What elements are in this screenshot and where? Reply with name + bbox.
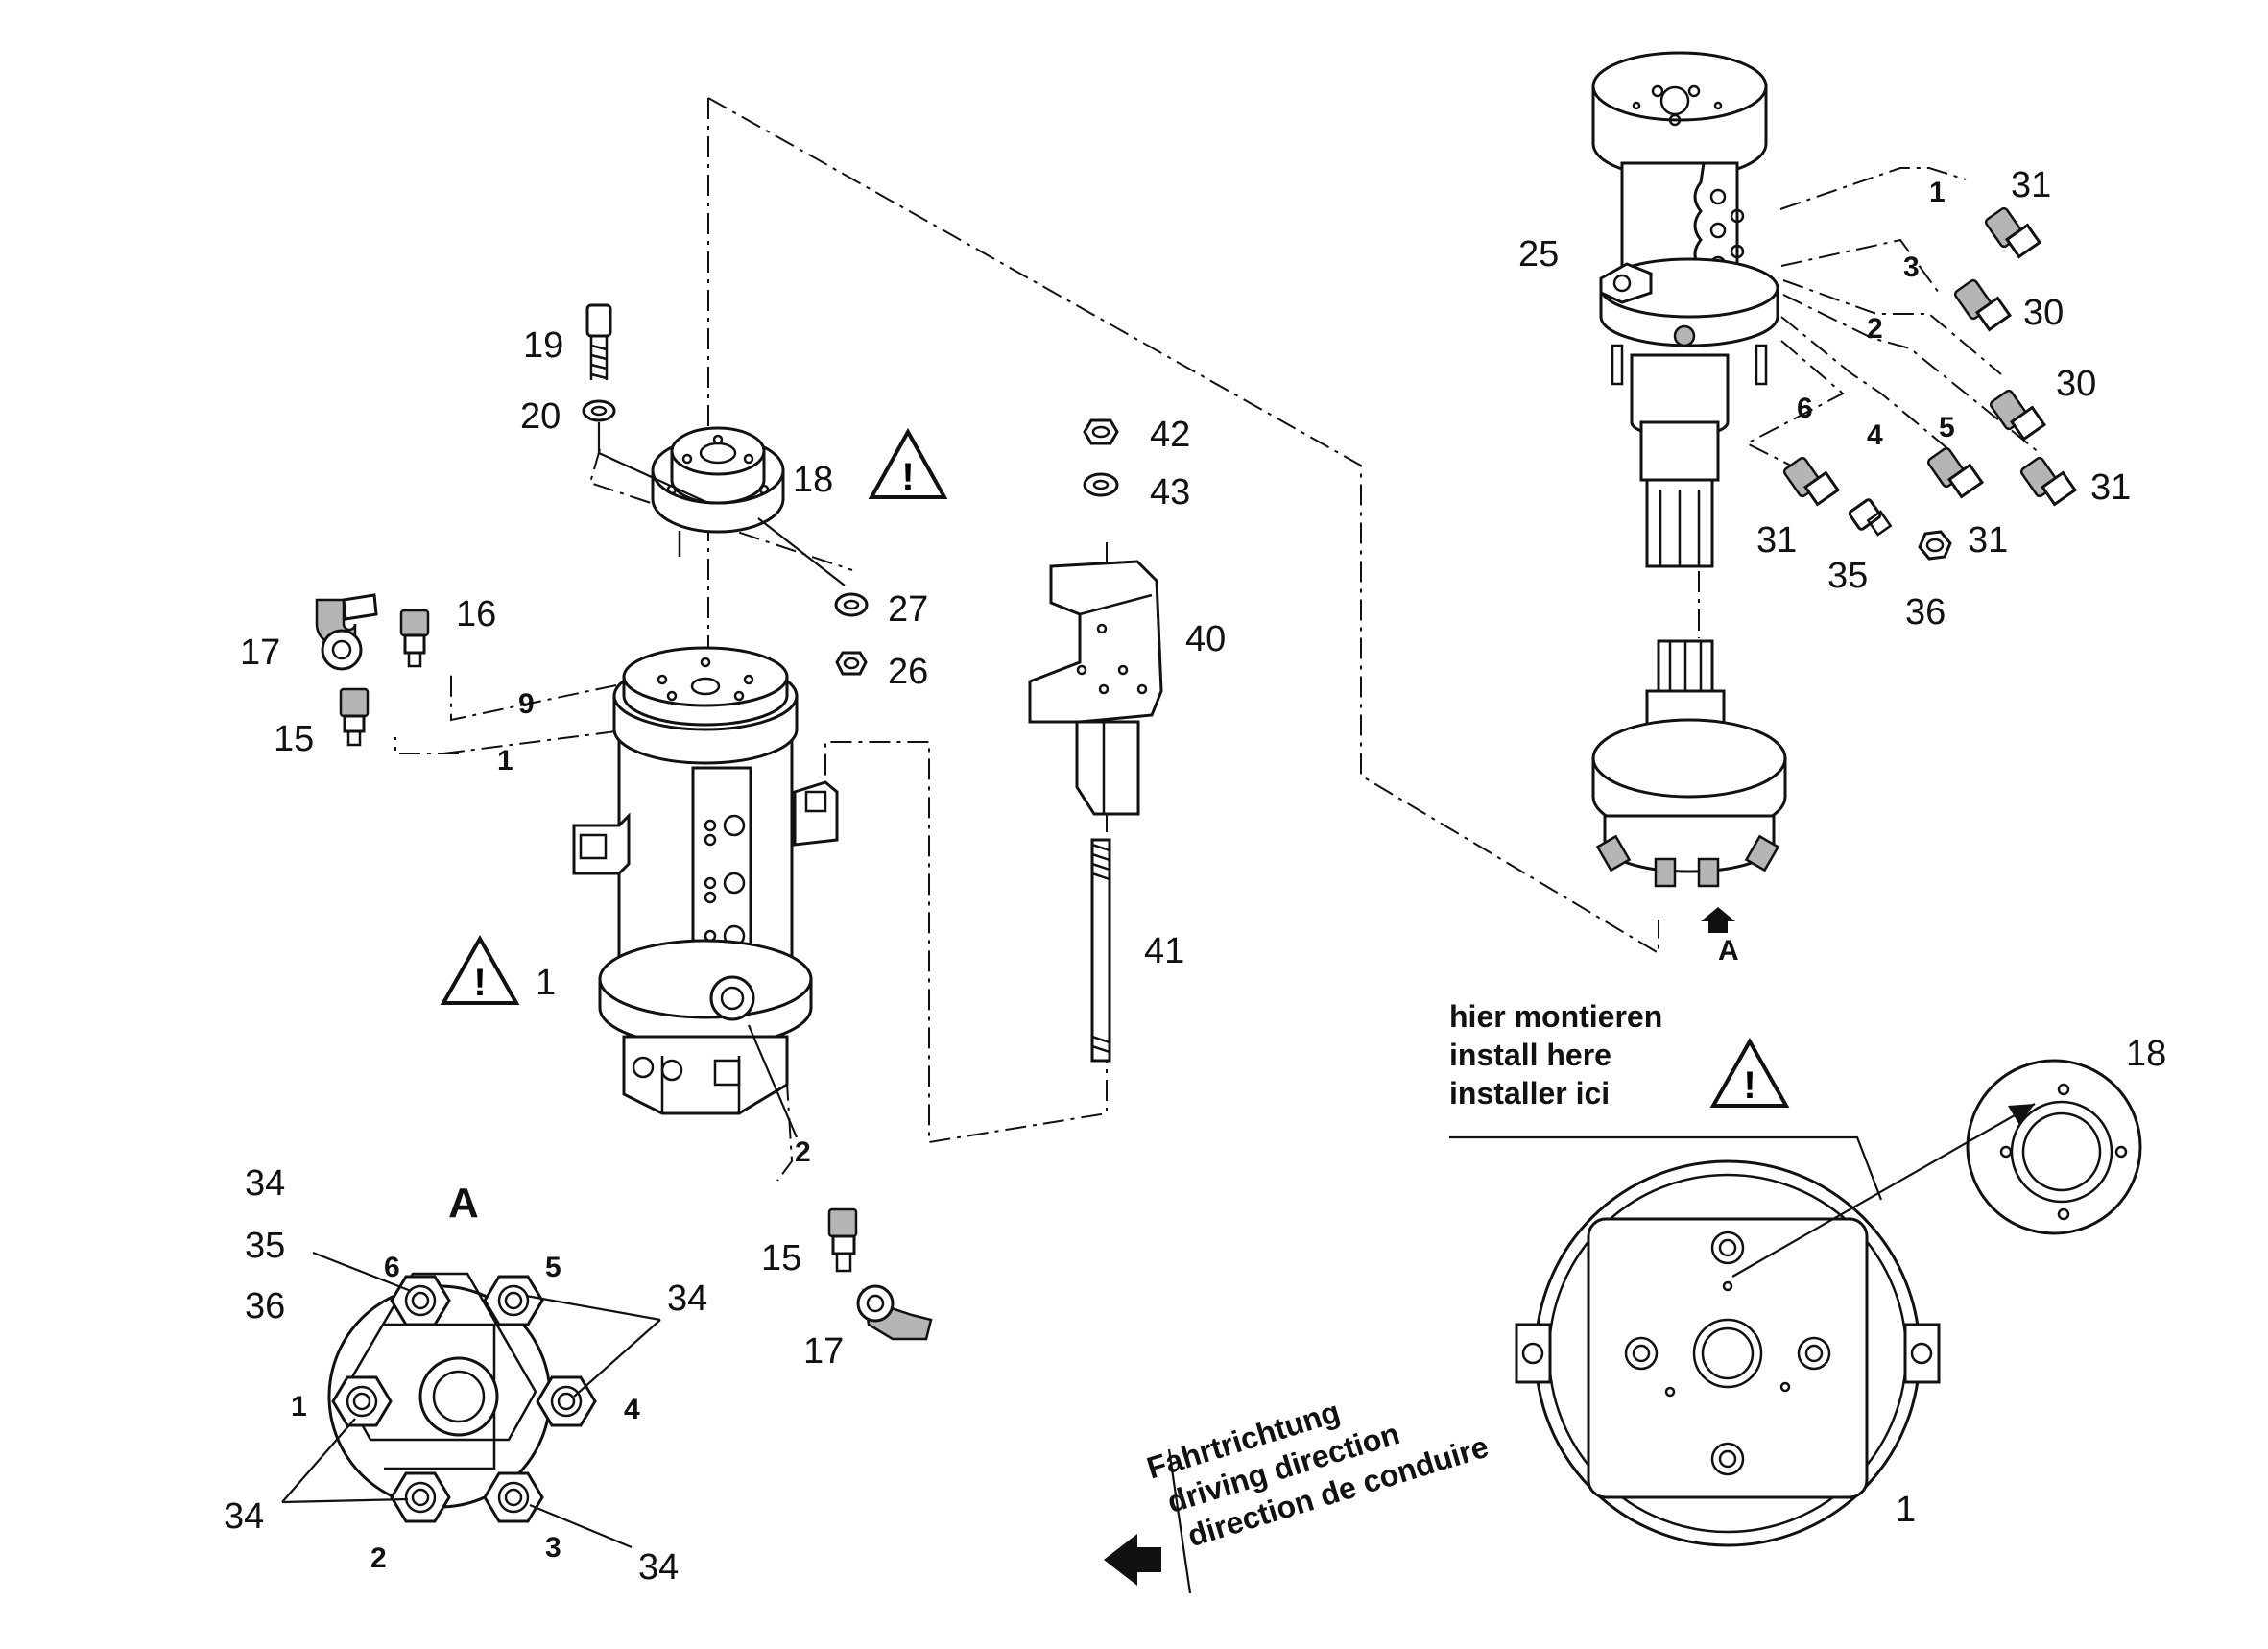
port-label-2: 2 [370, 1542, 387, 1574]
port-1 [331, 1375, 393, 1427]
callout-30-b: 30 [2056, 364, 2096, 404]
callout-25: 25 [1518, 234, 1559, 275]
fitting-31-mid [1926, 446, 1985, 499]
fitting-16 [399, 609, 430, 668]
swivel-joint-1 [572, 646, 839, 1115]
washer-27 [834, 592, 869, 617]
callout-view-a: A [1718, 935, 1739, 967]
fitting-31-left [1782, 456, 1841, 507]
callout-31-right: 31 [2090, 467, 2131, 508]
callout-31-left: 31 [1756, 520, 1797, 561]
callout-26: 26 [888, 652, 928, 692]
callout-40: 40 [1185, 619, 1226, 659]
fitting-31-top [1984, 206, 2042, 259]
install-note: hier montieren install here installer ic… [1449, 999, 1662, 1111]
callout-43: 43 [1150, 472, 1190, 513]
warning-triangle-icon: ! [1709, 1037, 1790, 1108]
callout-15-lower: 15 [761, 1238, 801, 1279]
callout-1-warning: 1 [536, 963, 556, 1003]
port-label-6: 6 [384, 1252, 400, 1283]
nut-26 [835, 651, 868, 676]
bolt-19 [585, 303, 612, 380]
washer-20 [582, 399, 616, 422]
port-label-3: 3 [545, 1532, 561, 1564]
view-a-title: A [448, 1180, 479, 1227]
callout-27: 27 [888, 589, 928, 630]
stud-41 [1090, 838, 1111, 1063]
elbow-fitting-17-lower [856, 1284, 933, 1341]
callout-34-bottom: 34 [638, 1547, 679, 1588]
callout-port-1: 1 [1929, 177, 1946, 208]
callout-34-left: 34 [224, 1496, 264, 1537]
port-5 [483, 1275, 544, 1326]
callout-port-6: 6 [1797, 393, 1813, 424]
callout-15: 15 [274, 719, 314, 759]
callout-2: 2 [795, 1136, 811, 1168]
port-label-4: 4 [624, 1394, 640, 1425]
arrow-icon [1701, 907, 1735, 933]
install-arrow [1731, 1103, 2036, 1278]
fitting-31-right [2019, 456, 2078, 507]
callout-1: 1 [497, 745, 513, 777]
nut-36 [1918, 530, 1952, 561]
callout-41: 41 [1144, 931, 1184, 971]
callout-31-mid: 31 [1968, 520, 2008, 561]
install-view-joint [1515, 1159, 1941, 1547]
port-6 [390, 1275, 451, 1326]
callout-36: 36 [1905, 592, 1946, 633]
callout-30-a: 30 [2023, 293, 2064, 333]
port-3 [483, 1471, 544, 1523]
port-label-1: 1 [291, 1391, 307, 1422]
flange-18 [651, 426, 785, 557]
warning-triangle-icon: ! [440, 934, 520, 1005]
nut-42 [1083, 418, 1119, 445]
callout-1-install: 1 [1896, 1490, 1916, 1530]
view-a-detail [327, 1272, 597, 1523]
plug-35 [1848, 498, 1893, 537]
callout-35-view-a: 35 [245, 1226, 285, 1266]
svg-text:!: ! [901, 456, 914, 498]
port-label-5: 5 [545, 1252, 561, 1283]
callout-20: 20 [520, 396, 561, 437]
callout-16: 16 [456, 594, 496, 634]
fitting-30-a [1953, 278, 2013, 332]
callout-18: 18 [793, 460, 833, 500]
callout-35: 35 [1827, 556, 1868, 596]
callout-42: 42 [1150, 415, 1190, 455]
bracket-40 [1028, 560, 1163, 816]
callout-port-4: 4 [1867, 419, 1883, 451]
install-note-en: install here [1449, 1038, 1611, 1072]
warning-triangle-icon: ! [868, 427, 948, 499]
rotary-unit-25 [1591, 51, 1779, 568]
install-view-flange-18 [1966, 1059, 2142, 1235]
callout-36-view-a: 36 [245, 1286, 285, 1326]
svg-text:!: ! [1743, 1064, 1755, 1107]
callout-9: 9 [518, 688, 535, 720]
install-note-de: hier montieren [1449, 999, 1662, 1034]
coupling-part [1591, 639, 1787, 888]
callout-port-2: 2 [1867, 313, 1883, 345]
callout-34-top: 34 [245, 1163, 285, 1204]
arrow-icon [1104, 1534, 1161, 1586]
install-note-fr: installer ici [1449, 1076, 1610, 1111]
callout-port-5: 5 [1939, 412, 1955, 443]
callout-labels: 19 20 18 27 26 16 17 15 9 1 1 2 15 17 42… [224, 165, 2166, 1588]
port-2 [390, 1471, 451, 1523]
callout-17-lower: 17 [803, 1331, 844, 1372]
fitting-15-lower [827, 1207, 858, 1273]
fitting-30-b [1989, 389, 2047, 442]
callout-19: 19 [523, 325, 563, 366]
elbow-fitting-17 [315, 593, 378, 671]
callout-31-top: 31 [2011, 165, 2051, 205]
driving-direction-note: Fahrtrichtung driving direction directio… [1143, 1394, 1492, 1553]
fitting-15 [339, 687, 370, 747]
washer-43 [1083, 472, 1119, 497]
callout-port-3: 3 [1903, 251, 1920, 283]
callout-17: 17 [240, 633, 280, 673]
callout-34-right: 34 [667, 1279, 707, 1319]
svg-text:!: ! [473, 962, 486, 1004]
callout-18-install: 18 [2126, 1034, 2166, 1074]
